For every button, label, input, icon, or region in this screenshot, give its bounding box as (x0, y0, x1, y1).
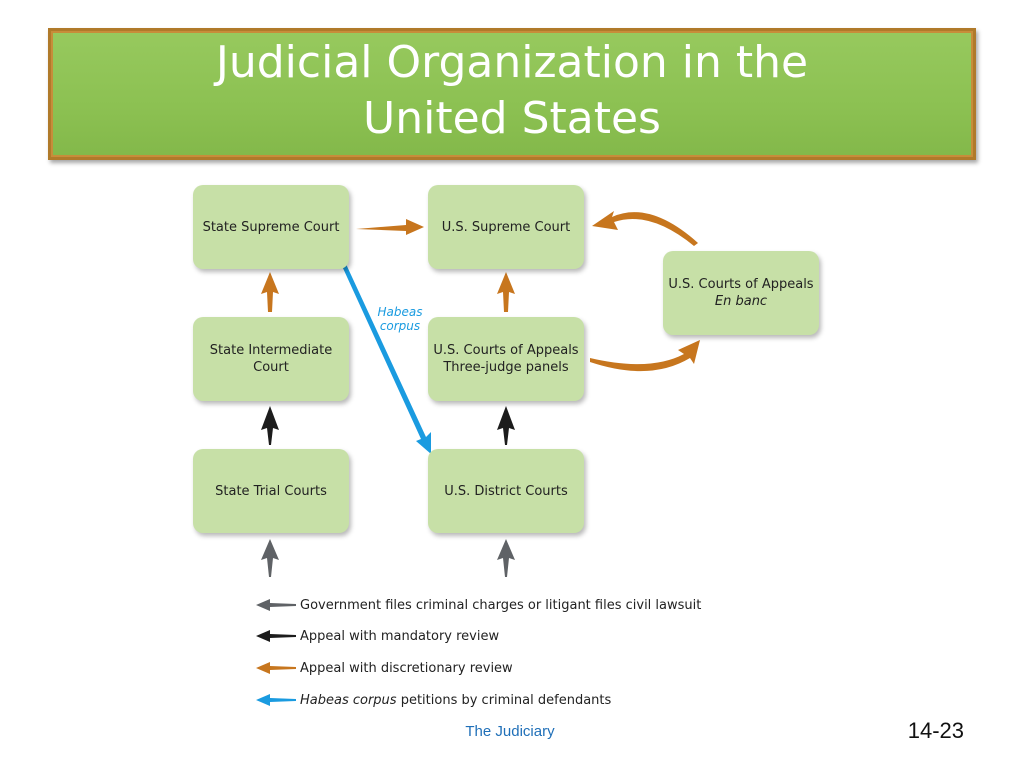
legend-text-filing: Government files criminal charges or lit… (300, 597, 702, 613)
us-district-courts-label: U.S. District Courts (444, 483, 568, 499)
us-appeals-enbanc-line2: En banc (714, 294, 768, 309)
arrow-enbanc-to-supreme (592, 211, 698, 246)
title-banner: Judicial Organization in the United Stat… (48, 28, 976, 160)
arrow-state-trial-up (261, 406, 279, 445)
us-district-courts-box: U.S. District Courts (428, 449, 584, 533)
legend-text-discretionary: Appeal with discretionary review (300, 660, 513, 676)
legend-blue-arrow-icon (256, 694, 296, 706)
arrow-filing-federal (497, 539, 515, 577)
us-supreme-court-box: U.S. Supreme Court (428, 185, 584, 269)
legend-text-habeas: Habeas corpus petitions by criminal defe… (300, 693, 611, 708)
legend-black-arrow-icon (256, 630, 296, 642)
legend-item-habeas: Habeas corpus petitions by criminal defe… (256, 690, 611, 710)
legend-text-habeas-rest: petitions by criminal defendants (396, 692, 612, 708)
legend-orange-arrow-icon (256, 662, 296, 674)
legend-text-mandatory: Appeal with mandatory review (300, 628, 500, 644)
us-supreme-court-label: U.S. Supreme Court (441, 219, 571, 235)
habeas-corpus-line2: corpus (379, 319, 421, 333)
arrow-state-to-us-supreme (356, 219, 424, 235)
us-courts-of-appeals-panels-box: U.S. Courts of Appeals Three-judge panel… (428, 317, 584, 401)
habeas-corpus-label: Habeas corpus (368, 305, 432, 333)
us-courts-of-appeals-enbanc-box: U.S. Courts of Appeals En banc (663, 251, 819, 335)
us-appeals-panels-line2: Three-judge panels (443, 360, 569, 375)
arrow-filing-state (261, 539, 279, 577)
state-trial-courts-label: State Trial Courts (215, 483, 327, 499)
page-title-line2: United States (363, 93, 661, 144)
slide-number: 14-23 (907, 718, 964, 743)
habeas-corpus-line1: Habeas (377, 305, 423, 319)
state-intermediate-court-box: State Intermediate Court (193, 317, 349, 401)
page-title: Judicial Organization in the United Stat… (216, 35, 808, 147)
legend-item-discretionary: Appeal with discretionary review (256, 658, 513, 678)
legend-text-habeas-italic: Habeas corpus (300, 692, 397, 708)
page-title-line1: Judicial Organization in the (215, 37, 809, 88)
arrow-us-appeals-up (497, 272, 515, 312)
footer-chapter-title: The Judiciary (465, 723, 555, 740)
us-appeals-panels-line1: U.S. Courts of Appeals (433, 343, 579, 358)
state-supreme-court-label: State Supreme Court (202, 219, 340, 235)
legend-item-filing: Government files criminal charges or lit… (256, 595, 701, 615)
state-trial-courts-box: State Trial Courts (193, 449, 349, 533)
state-intermediate-court-label: State Intermediate Court (209, 343, 333, 375)
legend-item-mandatory: Appeal with mandatory review (256, 626, 499, 646)
arrow-us-district-up (497, 406, 515, 445)
legend-gray-arrow-icon (256, 599, 296, 611)
us-appeals-enbanc-line1: U.S. Courts of Appeals (668, 277, 814, 292)
state-supreme-court-box: State Supreme Court (193, 185, 349, 269)
arrow-habeas-corpus (342, 264, 431, 454)
arrow-panels-to-enbanc (590, 340, 700, 372)
arrow-state-intermediate-up (261, 272, 279, 312)
